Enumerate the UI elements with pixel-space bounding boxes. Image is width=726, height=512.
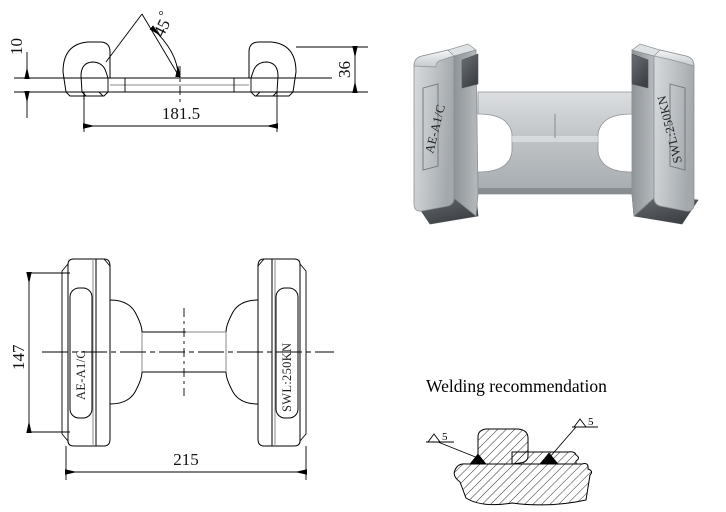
dimension-45-degree [105,13,181,79]
top-view: 10 [0,0,400,150]
dimension-10-label: 10 [7,38,26,55]
welding-recommendation-detail: Welding recommendation 5 [400,374,720,512]
weld-bead-left [469,453,487,465]
dimension-36 [286,46,368,93]
weld-symbol-left [426,433,479,459]
iso-web-bottom-shadow [478,188,632,194]
top-view-outline [27,41,332,97]
right-tag-label: SWL:250KN [280,343,294,412]
weld-base-plate [453,463,593,506]
front-view-outline [61,258,307,447]
right-tag-plate [275,287,299,419]
iso-web [477,91,633,195]
iso-web-top-highlight [512,136,598,142]
left-tag-label: AE-A1/C [74,350,88,400]
dimension-147-label: 147 [9,344,28,370]
iso-right-tag-outline [669,83,686,171]
dimension-10 [14,52,120,118]
dimension-215-label: 215 [173,450,199,469]
welding-recommendation-title: Welding recommendation [426,376,607,396]
iso-right-side-top [631,43,661,57]
dimension-36-label: 36 [335,61,354,78]
dimension-45-label: 45 [150,16,175,40]
iso-left-notch [461,53,479,89]
dimension-181-5-label: 181.5 [162,104,200,123]
iso-left-tag-outline [422,83,439,171]
weld-symbol-right-label: 5 [588,416,594,428]
left-tag-plate [69,287,93,419]
isometric-3d-view: AE-A1/C SWL:250KN [392,18,722,250]
iso-right-notch [631,53,649,89]
weld-symbol-left-label: 5 [442,431,448,443]
dimension-215 [65,446,307,480]
iso-left-side-top [447,43,477,57]
weld-symbol-right [548,418,598,459]
weld-bead-right [539,452,559,465]
dimension-147 [26,272,70,433]
front-view: AE-A1/C SWL:250KN 147 215 [0,240,370,500]
degree-symbol: ° [155,8,171,19]
